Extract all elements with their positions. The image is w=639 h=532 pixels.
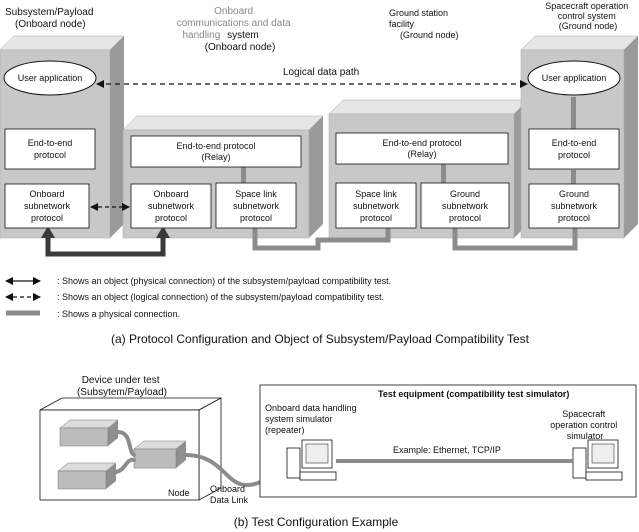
svg-text:End-to-end protocol(Relay): End-to-end protocol(Relay) xyxy=(382,138,461,159)
e2e-protocol-relay-2: End-to-end protocol(Relay) xyxy=(335,132,509,165)
onboard-sim-label: Onboard data handling system simulator (… xyxy=(265,403,359,435)
onboard-sim-computer-icon xyxy=(286,439,337,481)
e2e-protocol-relay-1: End-to-end protocol(Relay) xyxy=(130,135,302,168)
user-app-left: User application xyxy=(3,60,97,96)
internal-connectors xyxy=(241,97,576,185)
legend-physical-link: : Shows a physical connection. xyxy=(57,309,180,319)
physical-object-connection xyxy=(41,226,170,257)
node-label: Node xyxy=(168,488,190,498)
node-box-3 xyxy=(57,462,117,490)
physical-connections xyxy=(252,228,578,251)
onboard-data-link-label: Onboard Data Link xyxy=(210,484,249,505)
svg-text:User application: User application xyxy=(18,73,83,83)
legend-logical: : Shows an object (logical connection) o… xyxy=(57,292,384,302)
onboard-comms-label: Onboard communications and data handling… xyxy=(177,6,294,53)
test-equipment-label: Test equipment (compatibility test simul… xyxy=(378,389,569,399)
node-box-2 xyxy=(133,440,187,469)
svg-text:User application: User application xyxy=(542,73,607,83)
device-under-test-label: Device under test (Subsytem/Payload) xyxy=(77,375,167,398)
spacecraft-sim-computer-icon xyxy=(572,439,623,481)
caption-b: (b) Test Configuration Example xyxy=(234,515,399,529)
user-app-right: User application xyxy=(527,60,621,96)
ethernet-label: Example: Ethernet, TCP/IP xyxy=(393,445,501,455)
svg-text:End-to-end protocol(Relay): End-to-end protocol(Relay) xyxy=(176,141,255,162)
legend: : Shows an object (physical connection) … xyxy=(5,276,391,319)
spacecraft-sim-label: Spacecraft operation control simulator xyxy=(550,409,620,441)
logical-data-path-label: Logical data path xyxy=(283,67,359,78)
subsystem-label: Subsystem/Payload (Onboard node) xyxy=(5,7,96,30)
ground-station-label: Ground station facility (Ground node) xyxy=(389,8,459,40)
node-box-1 xyxy=(59,419,119,447)
spacecraft-ops-label: Spacecraft operation control system (Gro… xyxy=(545,1,631,31)
legend-physical: : Shows an object (physical connection) … xyxy=(57,276,391,286)
caption-a: (a) Protocol Configuration and Object of… xyxy=(111,332,530,346)
